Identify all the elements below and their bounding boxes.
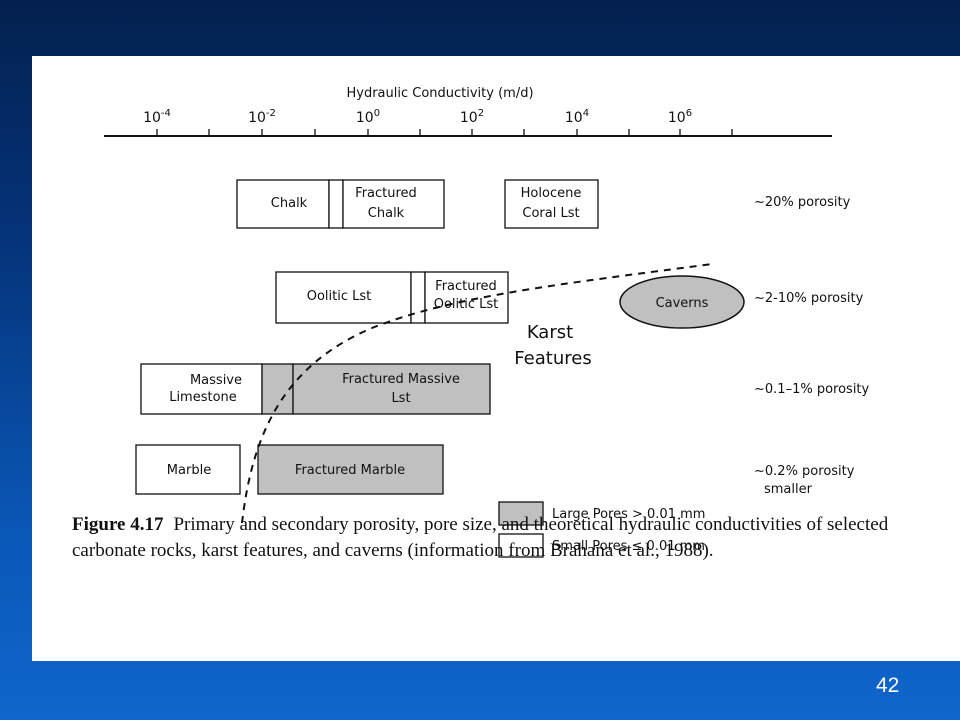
fractured-massive-box: Fractured Massive Lst bbox=[261, 363, 491, 415]
caverns-ellipse: Caverns bbox=[619, 275, 745, 329]
svg-text:Fractured: Fractured bbox=[435, 279, 497, 294]
legend-large-label: Large Pores > 0.01 mm bbox=[552, 507, 705, 522]
chalk-box: Chalk bbox=[236, 179, 330, 229]
porosity-conductivity-diagram: Hydraulic Conductivity (m/d) 10-4 10-2 1… bbox=[104, 86, 870, 558]
legend-small-label: Small Pores ≤ 0.01 mm bbox=[552, 539, 705, 554]
svg-text:Holocene: Holocene bbox=[521, 186, 582, 201]
figure-panel: Hydraulic Conductivity (m/d) 10-4 10-2 1… bbox=[32, 56, 960, 661]
svg-text:Limestone: Limestone bbox=[169, 390, 237, 405]
axis-ticks bbox=[156, 129, 733, 136]
svg-text:Massive: Massive bbox=[190, 373, 242, 388]
tick-label: 102 bbox=[460, 108, 484, 126]
svg-text:Fractured: Fractured bbox=[355, 186, 417, 201]
fractured-chalk-box: Fractured Chalk bbox=[328, 179, 445, 229]
legend: Large Pores > 0.01 mm Small Pores ≤ 0.01… bbox=[498, 501, 705, 558]
holocene-coral-box: Holocene Coral Lst bbox=[504, 179, 599, 229]
svg-text:Coral Lst: Coral Lst bbox=[522, 206, 579, 221]
tick-label: 10-4 bbox=[143, 108, 171, 126]
tick-label: 100 bbox=[356, 108, 380, 126]
legend-large-swatch bbox=[498, 501, 544, 526]
slide-page-number: 42 bbox=[876, 674, 900, 697]
tick-label: 104 bbox=[565, 108, 589, 126]
karst-trend-curve bbox=[241, 263, 713, 524]
svg-text:Lst: Lst bbox=[391, 391, 410, 406]
svg-text:Chalk: Chalk bbox=[271, 196, 308, 211]
svg-text:Caverns: Caverns bbox=[656, 296, 709, 311]
porosity-label-row3: ~0.1–1% porosity bbox=[754, 382, 870, 397]
svg-text:Oolitic Lst: Oolitic Lst bbox=[434, 297, 499, 312]
legend-small-swatch bbox=[498, 533, 544, 558]
porosity-label-row4-sub: smaller bbox=[764, 482, 813, 497]
massive-limestone-box: Massive Limestone bbox=[140, 363, 263, 415]
porosity-label-row4: ~0.2% porosity bbox=[754, 464, 855, 479]
axis-title: Hydraulic Conductivity (m/d) bbox=[346, 86, 533, 101]
porosity-label-row2: ~2-10% porosity bbox=[754, 291, 864, 306]
caption-text: Primary and secondary porosity, pore siz… bbox=[72, 514, 889, 561]
marble-box: Marble bbox=[135, 444, 241, 495]
svg-text:Oolitic Lst: Oolitic Lst bbox=[307, 289, 372, 304]
oolitic-lst-box: Oolitic Lst bbox=[275, 271, 412, 324]
svg-text:Marble: Marble bbox=[167, 463, 211, 478]
svg-text:Fractured Marble: Fractured Marble bbox=[295, 463, 405, 478]
svg-text:Chalk: Chalk bbox=[368, 206, 405, 221]
fractured-oolitic-box: Fractured Oolitic Lst bbox=[410, 271, 509, 324]
porosity-label-row1: ~20% porosity bbox=[754, 195, 851, 210]
tick-label: 10-2 bbox=[248, 108, 276, 126]
caption-label: Figure 4.17 bbox=[72, 514, 164, 535]
fractured-marble-box: Fractured Marble bbox=[257, 444, 444, 495]
tick-label: 106 bbox=[668, 108, 692, 126]
svg-text:Fractured Massive: Fractured Massive bbox=[342, 372, 460, 387]
